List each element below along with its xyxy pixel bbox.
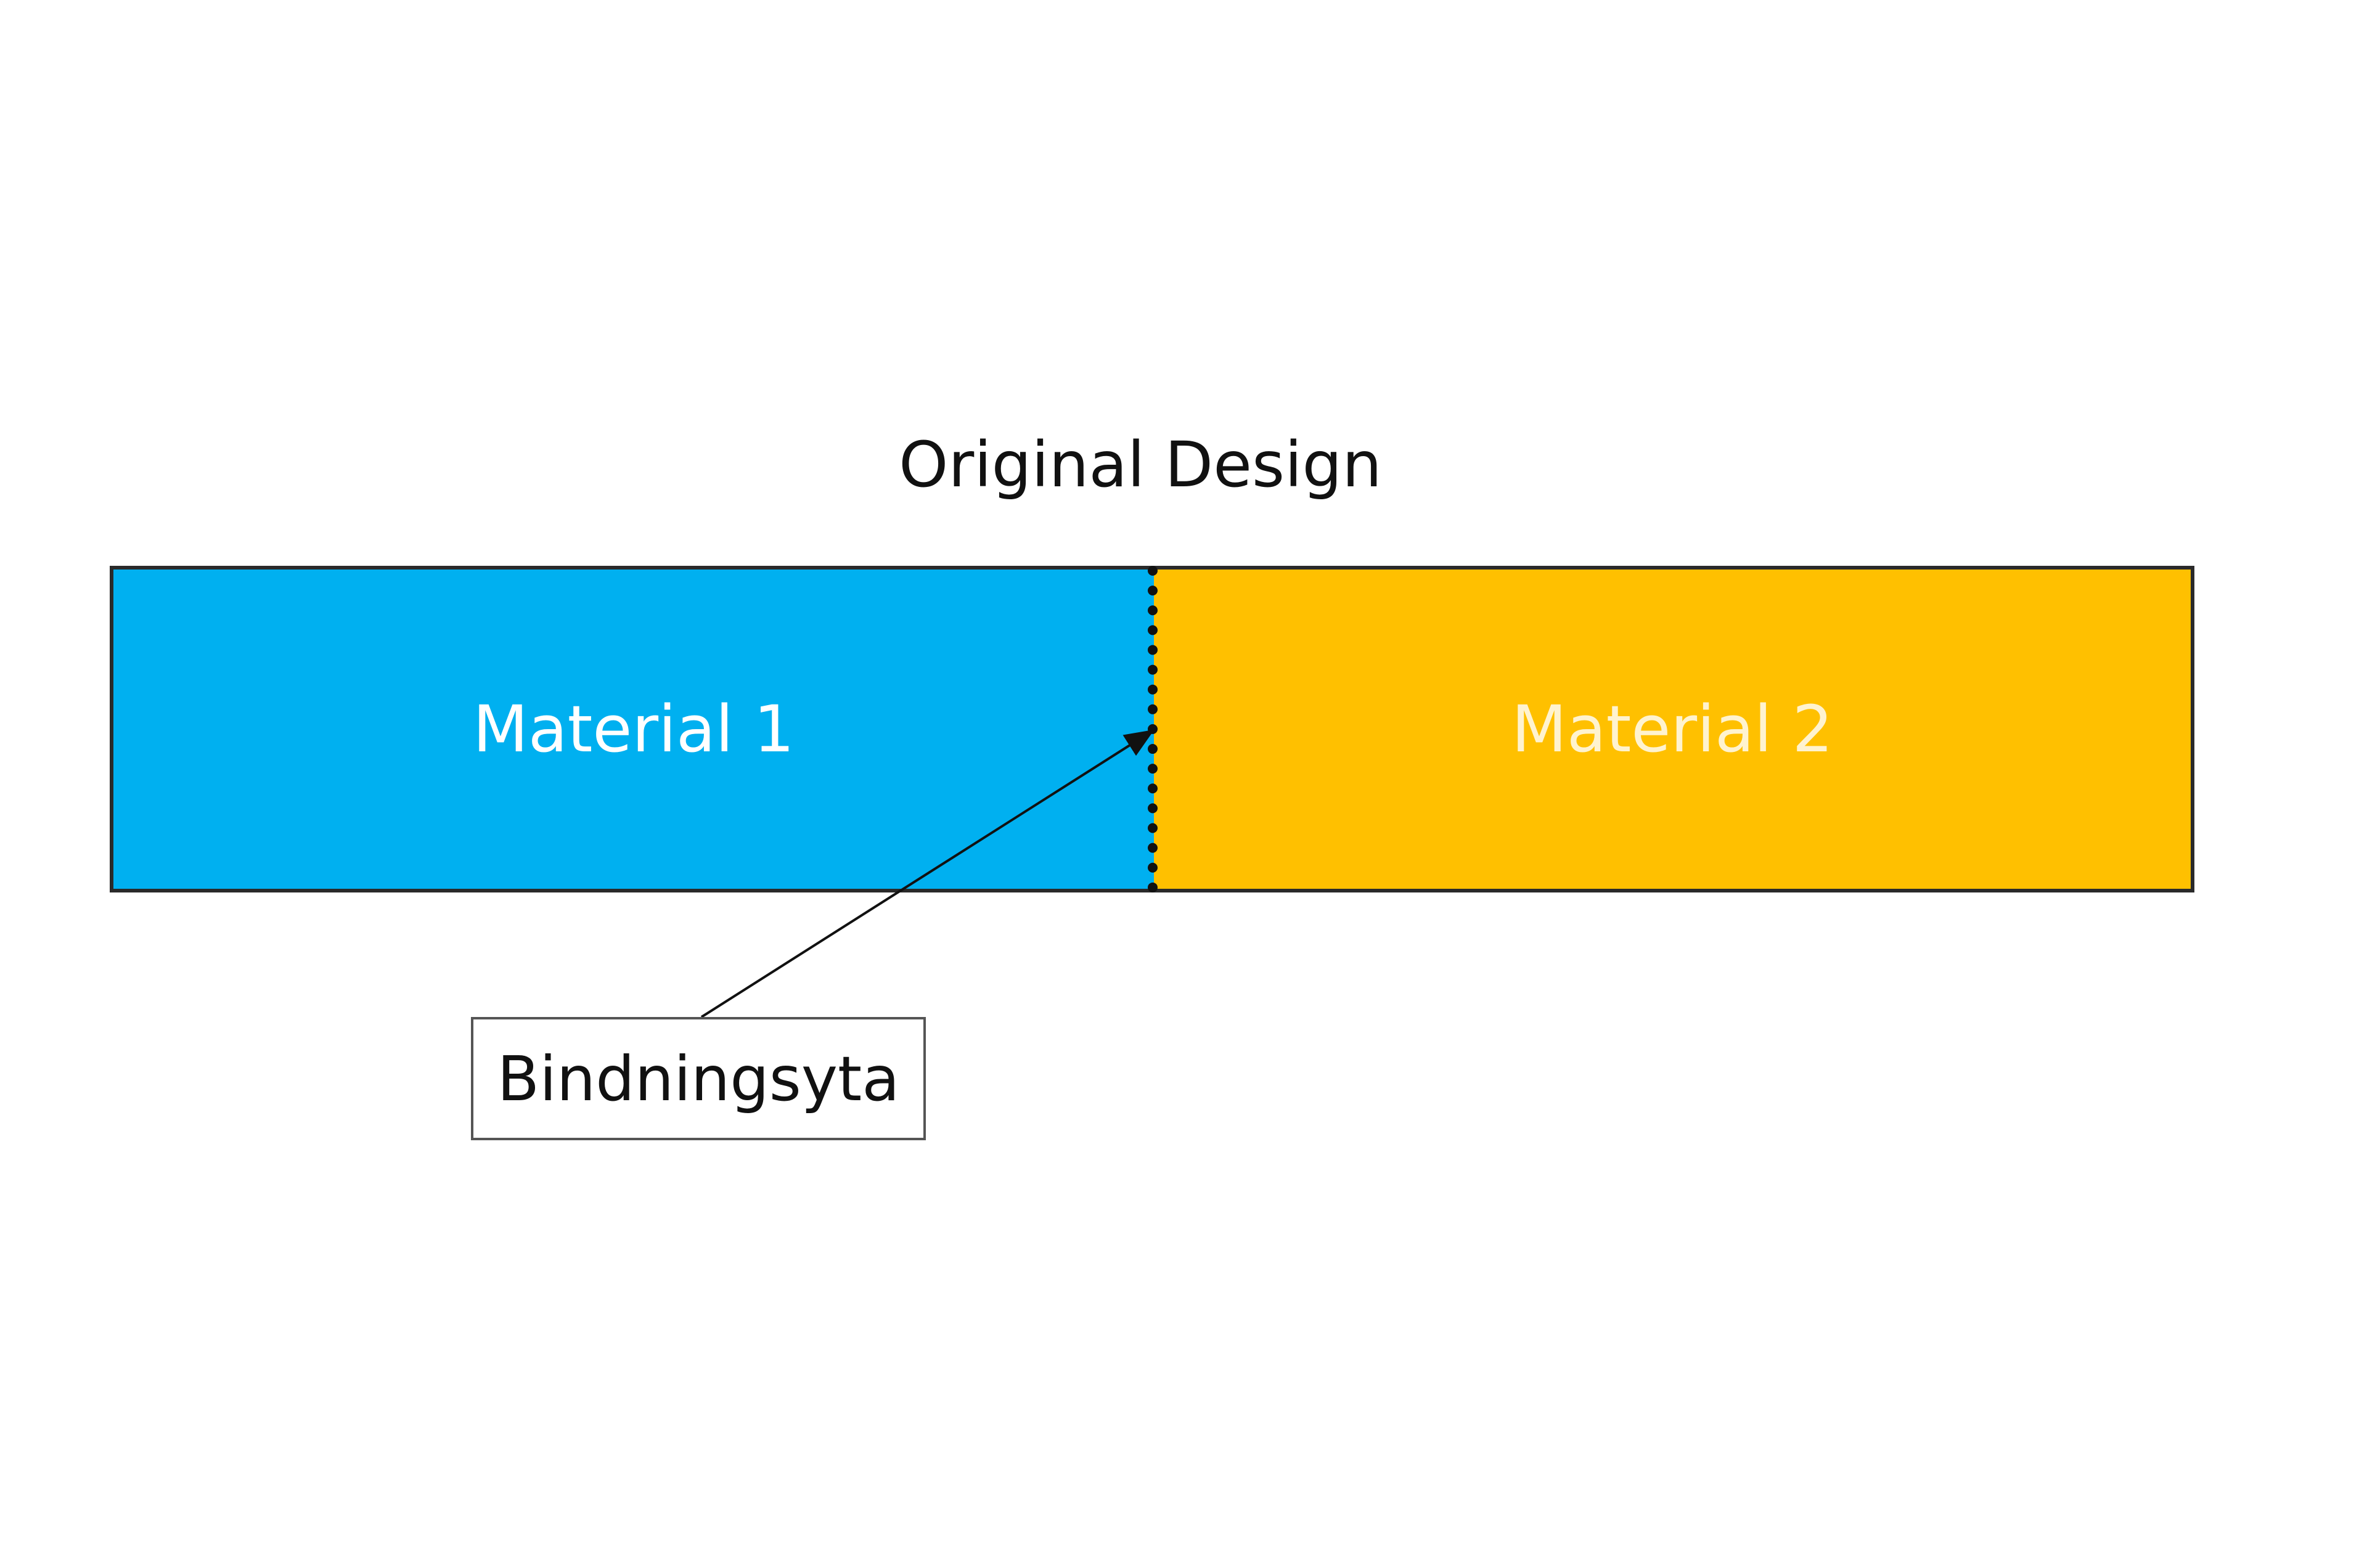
material-2-label: Material 2: [1511, 692, 1833, 767]
bonding-surface-label: Bindningsyta: [497, 1042, 900, 1115]
material-1-label: Material 1: [473, 692, 795, 767]
bonding-surface-label-box: Bindningsyta: [471, 1017, 926, 1140]
material-1-block: Material 1: [113, 570, 1154, 889]
diagram-title: Original Design: [899, 428, 1382, 502]
material-2-block: Material 2: [1154, 570, 2191, 889]
bonding-surface-line: [1148, 566, 1158, 892]
